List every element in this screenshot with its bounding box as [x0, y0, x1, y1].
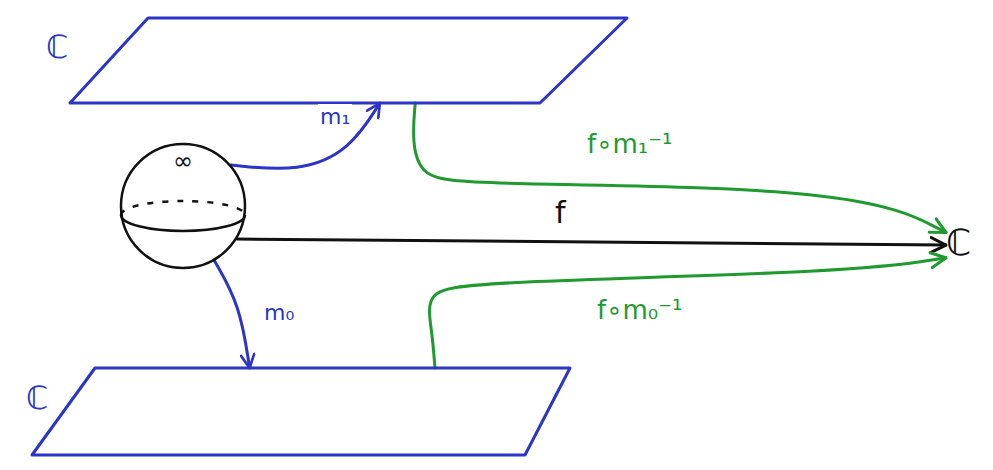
map-arrow [214, 260, 250, 368]
target-plane: ℂ [946, 222, 974, 264]
plane-parallelogram [32, 368, 570, 455]
riemann-sphere: ∞ [120, 142, 246, 268]
composite-arrow [429, 258, 946, 368]
point-label: ∞ [120, 148, 246, 176]
plane-outline [40, 15, 630, 107]
map-arrow [231, 103, 380, 168]
sphere-equator-back [121, 201, 245, 215]
plane-outline [20, 362, 580, 460]
plane-label: ℂ [26, 380, 48, 417]
plane-label: ℂ [946, 222, 974, 263]
map-label: f∘m₀⁻¹ [595, 296, 684, 326]
complex-plane: ℂ [40, 15, 630, 107]
map-label: f [553, 196, 568, 231]
plane-parallelogram [70, 18, 627, 103]
map-label: f∘m₁⁻¹ [585, 130, 674, 160]
composite-arrow [414, 103, 946, 232]
complex-plane: ℂ [20, 362, 580, 460]
map-arrow [237, 239, 946, 245]
plane-label: ℂ [46, 29, 68, 66]
map-label: m₁ [318, 104, 352, 129]
map-label: m₀ [262, 300, 296, 325]
sphere-circle [121, 144, 245, 268]
sphere-equator-front [121, 215, 245, 231]
